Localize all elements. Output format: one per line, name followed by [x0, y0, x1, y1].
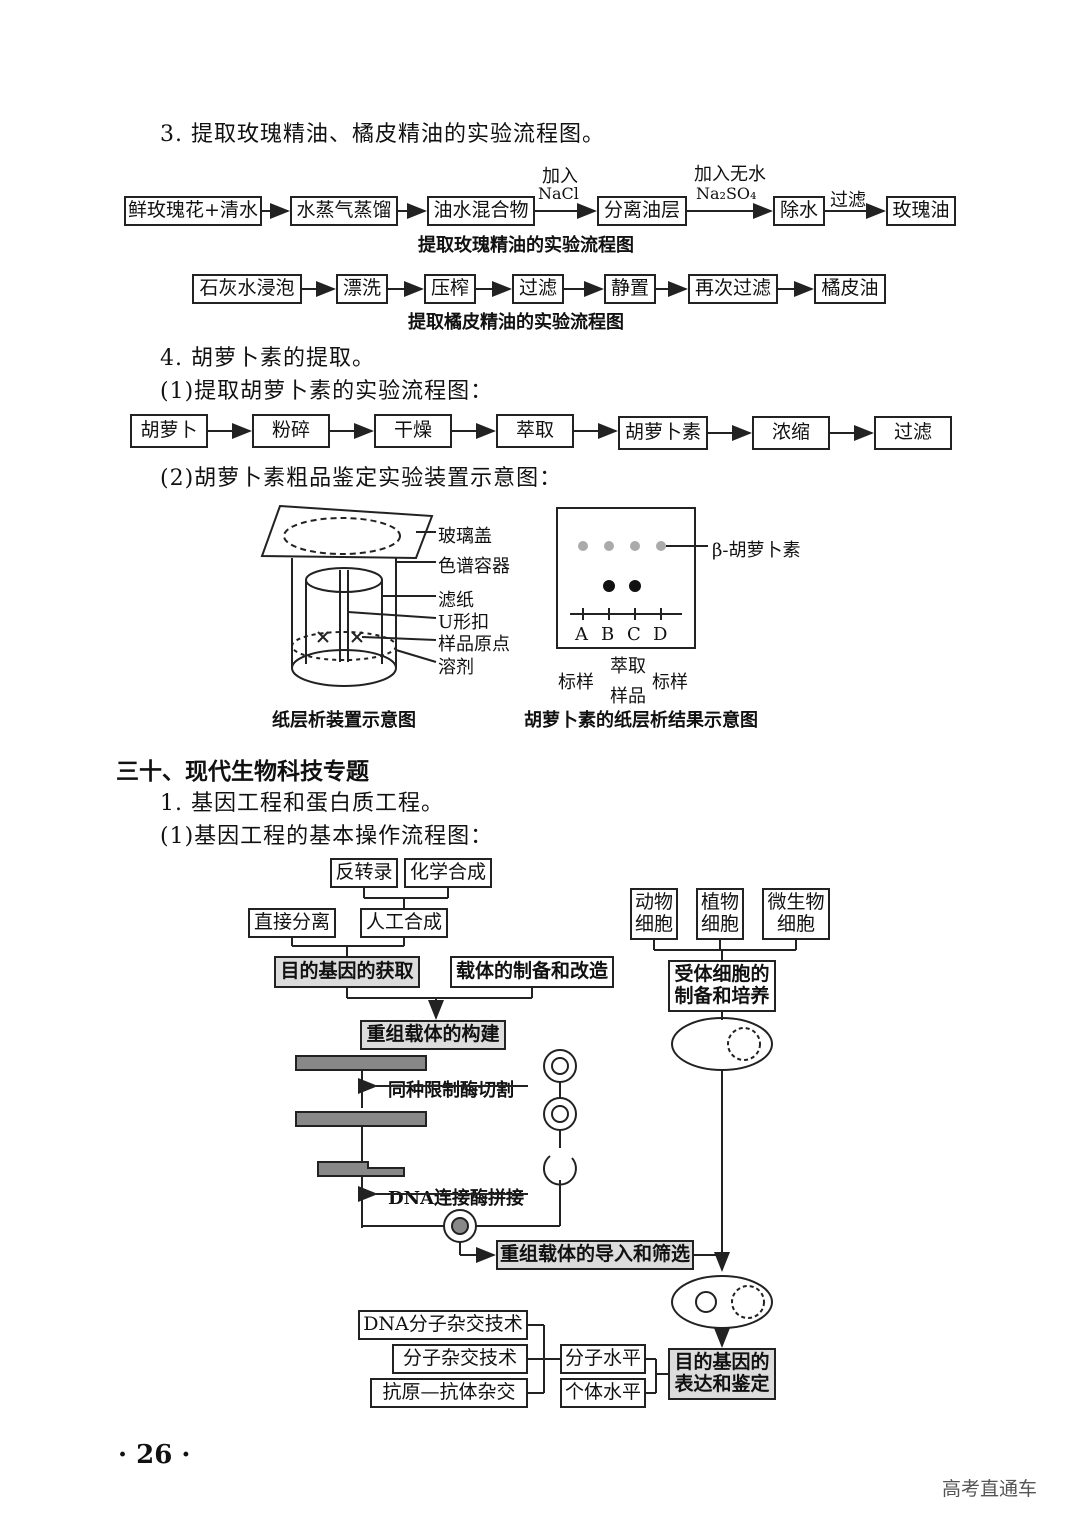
lane-a: A [575, 624, 588, 645]
section4-sub2: (2)胡萝卜素粗品鉴定实验装置示意图： [160, 466, 563, 491]
plant-cell-line2: 细胞 [700, 913, 739, 935]
section30-heading: 1. 基因工程和蛋白质工程。 [160, 791, 444, 816]
orange-step-5: 静置 [604, 274, 656, 304]
carotene-step-6: 浓缩 [752, 416, 830, 450]
rose-step-4: 分离油层 [597, 196, 687, 226]
note-sample: 样品 [610, 686, 646, 707]
section30-title: 三十、现代生物科技专题 [116, 759, 369, 785]
label-glass-lid: 玻璃盖 [438, 526, 492, 547]
orange-step-3: 压榨 [424, 274, 476, 304]
expression-line2: 表达和鉴定 [674, 1373, 770, 1395]
microbe-cell-line2: 细胞 [776, 913, 815, 935]
label-sample-origin: 样品原点 [438, 634, 510, 655]
box-introduce-screen: 重组载体的导入和筛选 [496, 1240, 694, 1270]
plant-cell-line1: 植物 [700, 891, 739, 914]
box-recombinant-construct: 重组载体的构建 [360, 1020, 506, 1050]
box-animal-cell: 动物 细胞 [630, 888, 678, 940]
carotene-step-3: 干燥 [374, 414, 452, 448]
carotene-step-2: 粉碎 [252, 414, 330, 448]
label-chromatography-container: 色谱容器 [438, 556, 510, 577]
animal-cell-line1: 动物 [634, 891, 673, 914]
rose-step-3: 油水混合物 [427, 196, 535, 226]
rose-arrow-label-add-anhydrous: 加入无水 [694, 164, 766, 185]
rose-arrow-label-filter: 过滤 [830, 190, 866, 211]
rose-arrow-label-na2so4: Na₂SO₄ [696, 184, 757, 203]
box-target-gene-acquisition: 目的基因的获取 [274, 956, 420, 988]
lane-d: D [653, 624, 668, 645]
expression-line1: 目的基因的 [674, 1351, 770, 1374]
section3-heading: 3. 提取玫瑰精油、橘皮精油的实验流程图。 [160, 122, 605, 147]
carotene-step-1: 胡萝卜 [130, 414, 208, 448]
carotene-step-5: 胡萝卜素 [618, 416, 708, 450]
apparatus-caption: 纸层析装置示意图 [272, 710, 416, 731]
orange-step-2: 漂洗 [336, 274, 388, 304]
box-plant-cell: 植物 细胞 [696, 888, 744, 940]
lane-b: B [601, 624, 615, 645]
box-recipient-cell: 受体细胞的 制备和培养 [668, 960, 776, 1012]
carotene-step-4: 萃取 [496, 414, 574, 448]
rose-caption: 提取玫瑰精油的实验流程图 [418, 235, 634, 256]
label-beta-carotene: β-胡萝卜素 [712, 540, 801, 561]
rose-step-2: 水蒸气蒸馏 [290, 196, 398, 226]
box-chemical-synthesis: 化学合成 [404, 858, 492, 888]
box-expression-identification: 目的基因的 表达和鉴定 [668, 1348, 776, 1400]
microbe-cell-line1: 微生物 [767, 891, 825, 914]
orange-step-6: 再次过滤 [688, 274, 778, 304]
box-molecular-hybridization: 分子杂交技术 [392, 1344, 528, 1374]
box-reverse-transcription: 反转录 [330, 858, 398, 888]
label-solvent: 溶剂 [438, 657, 474, 678]
box-microbe-cell: 微生物 细胞 [762, 888, 830, 940]
rose-step-6: 玫瑰油 [886, 196, 956, 226]
animal-cell-line2: 细胞 [634, 913, 673, 935]
lane-c: C [627, 624, 641, 645]
result-caption: 胡萝卜素的纸层析结果示意图 [524, 710, 758, 731]
note-standard-right: 标样 [652, 672, 688, 693]
box-direct-isolation: 直接分离 [248, 908, 336, 938]
orange-step-7: 橘皮油 [814, 274, 886, 304]
box-molecular-level: 分子水平 [560, 1344, 646, 1374]
orange-step-1: 石灰水浸泡 [192, 274, 302, 304]
label-filter-paper: 滤纸 [438, 590, 474, 611]
rose-step-5: 除水 [773, 196, 825, 226]
section30-sub1: (1)基因工程的基本操作流程图： [160, 824, 494, 849]
note-extract: 萃取 [610, 656, 646, 677]
orange-step-4: 过滤 [512, 274, 564, 304]
orange-caption: 提取橘皮精油的实验流程图 [408, 312, 624, 333]
watermark: 高考直通车 [942, 1478, 1038, 1500]
note-standard-left: 标样 [558, 672, 594, 693]
box-vector-preparation: 载体的制备和改造 [450, 956, 614, 988]
box-individual-level: 个体水平 [560, 1378, 646, 1408]
page-number: · 26 · [118, 1440, 191, 1470]
recipient-line1: 受体细胞的 [674, 963, 770, 986]
box-antigen-antibody: 抗原—抗体杂交 [370, 1378, 528, 1408]
box-dna-hybridization: DNA分子杂交技术 [358, 1310, 528, 1340]
box-artificial-synthesis: 人工合成 [360, 908, 448, 938]
carotene-step-7: 过滤 [874, 416, 952, 450]
rose-arrow-label-add: 加入 [542, 166, 578, 187]
recipient-line2: 制备和培养 [674, 985, 770, 1007]
rose-step-1: 鲜玫瑰花+清水 [124, 196, 262, 226]
section4-heading: 4. 胡萝卜素的提取。 [160, 346, 375, 371]
label-u-clip: U形扣 [438, 612, 490, 633]
rose-arrow-label-nacl: NaCl [538, 184, 579, 203]
section4-sub1: (1)提取胡萝卜素的实验流程图： [160, 379, 494, 404]
